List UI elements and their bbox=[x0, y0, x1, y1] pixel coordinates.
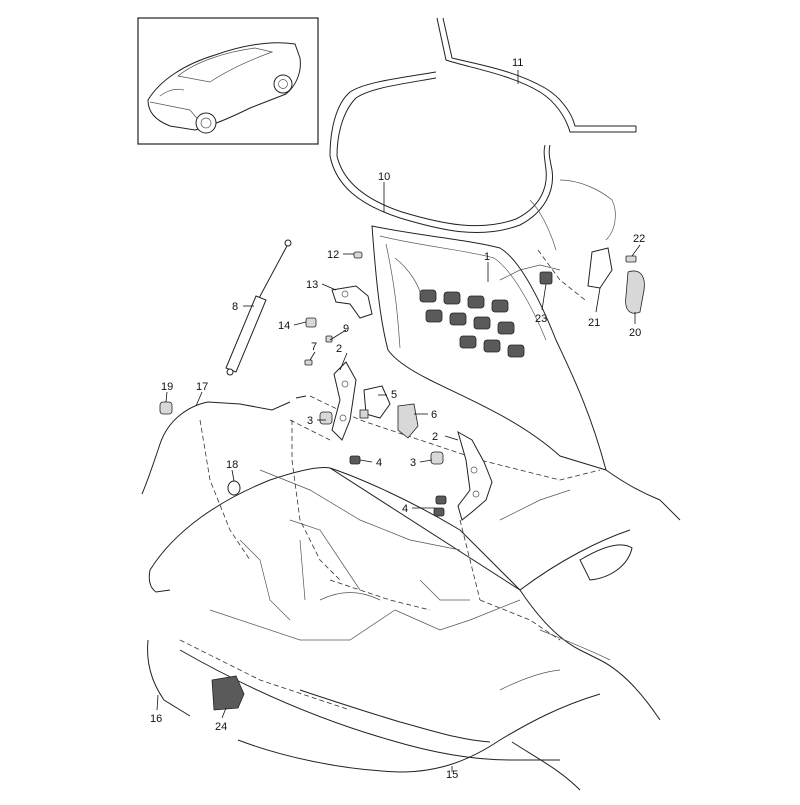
part-18-grommet bbox=[227, 480, 241, 496]
callout-14: 14 bbox=[278, 320, 290, 332]
callout-labels: 1 2 2 3 3 4 4 5 6 7 8 9 10 11 12 13 14 1… bbox=[150, 57, 645, 781]
part-20-cover bbox=[625, 270, 645, 314]
callout-24: 24 bbox=[215, 721, 227, 733]
cable-part-17 bbox=[141, 395, 307, 495]
callout-21: 21 bbox=[588, 317, 600, 329]
part-3-nut-right bbox=[430, 451, 444, 465]
part-4-bolt-right-b bbox=[433, 507, 445, 517]
part-23-bumper bbox=[539, 271, 553, 285]
seal-part-11 bbox=[436, 17, 637, 133]
part-3-nut-left bbox=[319, 411, 333, 425]
callout-4-left: 4 bbox=[376, 457, 382, 469]
callout-19: 19 bbox=[161, 381, 173, 393]
leader-lines bbox=[156, 70, 641, 772]
part-14-nut bbox=[305, 317, 317, 328]
callout-12: 12 bbox=[327, 249, 339, 261]
part-19-nut bbox=[159, 401, 173, 415]
callout-4-right: 4 bbox=[402, 503, 408, 515]
callout-13: 13 bbox=[306, 279, 318, 291]
part-7-bolt bbox=[304, 359, 313, 366]
callout-15: 15 bbox=[446, 769, 458, 781]
inset-car-thumbnail bbox=[137, 17, 319, 145]
callout-5: 5 bbox=[391, 389, 397, 401]
callout-10: 10 bbox=[378, 171, 390, 183]
callout-22: 22 bbox=[633, 233, 645, 245]
part-24-lock bbox=[211, 675, 245, 711]
hood-ribs bbox=[419, 289, 525, 358]
part-4-bolt-right-a bbox=[435, 495, 447, 505]
hinge-part-2-right bbox=[457, 430, 493, 521]
small-fasteners bbox=[159, 247, 645, 711]
callout-8: 8 bbox=[232, 301, 238, 313]
callout-2-left: 2 bbox=[336, 343, 342, 355]
callout-11: 11 bbox=[512, 57, 523, 69]
part-4-bolt-left bbox=[349, 455, 361, 465]
callout-9: 9 bbox=[343, 323, 349, 335]
dashed-routing-lines bbox=[179, 249, 601, 711]
callout-17: 17 bbox=[196, 381, 208, 393]
hood-part-1 bbox=[371, 225, 607, 471]
seal-part-10 bbox=[329, 71, 554, 234]
cover-part-6 bbox=[397, 403, 419, 439]
callout-16: 16 bbox=[150, 713, 162, 725]
bracket-part-5 bbox=[359, 385, 391, 419]
cable-part-16 bbox=[147, 639, 191, 717]
callout-7: 7 bbox=[311, 341, 317, 353]
part-12-clip bbox=[353, 251, 363, 259]
gas-strut-part-8 bbox=[225, 239, 292, 376]
part-21-latch bbox=[587, 247, 613, 289]
callout-3-left: 3 bbox=[307, 415, 313, 427]
hinge-part-13 bbox=[331, 285, 373, 319]
callout-2-right: 2 bbox=[432, 431, 438, 443]
hinge-part-2-left bbox=[331, 361, 357, 441]
callout-3-right: 3 bbox=[410, 457, 416, 469]
callout-20: 20 bbox=[629, 327, 641, 339]
callout-18: 18 bbox=[226, 459, 238, 471]
callout-23: 23 bbox=[535, 313, 547, 325]
callout-6: 6 bbox=[431, 409, 437, 421]
cable-part-15 bbox=[237, 693, 601, 773]
part-22-screw bbox=[625, 255, 637, 263]
callout-1: 1 bbox=[484, 251, 490, 263]
car-body-outline bbox=[148, 179, 681, 791]
